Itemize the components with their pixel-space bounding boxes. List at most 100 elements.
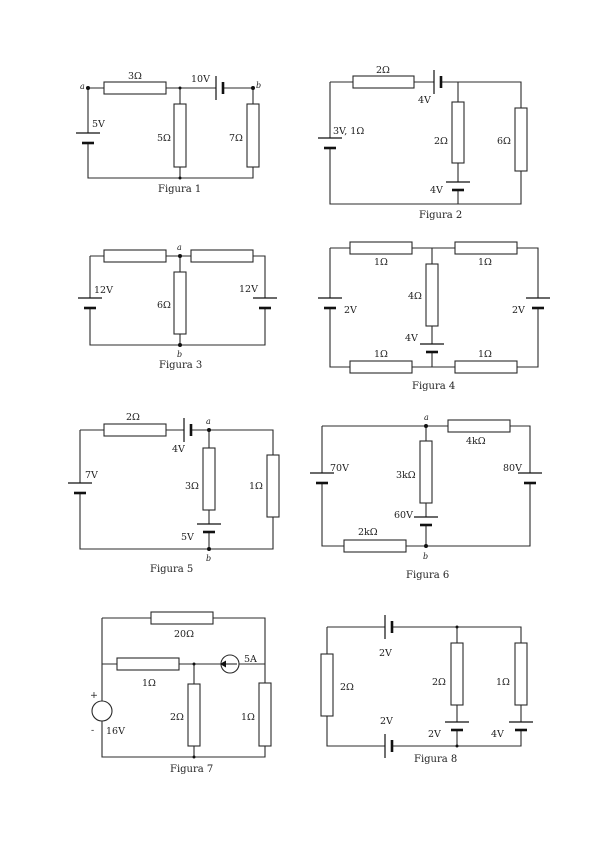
node-a-label: a bbox=[424, 413, 429, 422]
battery-12v-left-symbol bbox=[78, 297, 102, 310]
battery-2v-left-symbol bbox=[318, 297, 342, 310]
resistor-1-ohm-bottom-right bbox=[454, 360, 518, 374]
battery-2v-right-label: 2V bbox=[512, 305, 525, 316]
battery-10v-symbol bbox=[215, 76, 225, 100]
battery-4v-symbol bbox=[420, 343, 444, 354]
battery-2v-top-label: 2V bbox=[379, 648, 392, 659]
resistor-left bbox=[103, 249, 167, 263]
battery-2v-bottom-label: 2V bbox=[380, 716, 393, 727]
resistor-2-ohm-left bbox=[320, 653, 334, 717]
resistor-2k-ohm-label: 2kΩ bbox=[358, 527, 378, 538]
resistor-6-ohm bbox=[514, 107, 528, 172]
resistor-1-ohm-inner bbox=[116, 657, 180, 671]
resistor-2-ohm bbox=[187, 683, 201, 747]
node-b-dot bbox=[424, 544, 428, 548]
battery-2v-bottom-symbol bbox=[384, 734, 394, 758]
node-b-label: b bbox=[423, 552, 428, 561]
battery-4v-symbol bbox=[183, 418, 193, 442]
resistor-1-ohm bbox=[514, 642, 528, 706]
node-a-label: a bbox=[80, 82, 85, 91]
battery-2v-top-symbol bbox=[384, 615, 394, 639]
battery-4v-top-symbol bbox=[433, 70, 443, 94]
junction-dot bbox=[455, 744, 459, 748]
resistor-1-ohm-bottom-right-label: 1Ω bbox=[478, 349, 492, 360]
current-source-5a-symbol bbox=[220, 654, 240, 674]
node-b-label: b bbox=[177, 350, 182, 359]
resistor-3k-ohm-label: 3kΩ bbox=[396, 470, 416, 481]
battery-4v-label: 4V bbox=[491, 729, 504, 740]
resistor-3-ohm bbox=[103, 81, 167, 95]
figure-5-caption: Figura 5 bbox=[150, 564, 193, 575]
node-a-dot bbox=[86, 86, 90, 90]
resistor-right bbox=[190, 249, 254, 263]
resistor-4k-ohm bbox=[447, 419, 511, 433]
resistor-2-ohm-top bbox=[352, 75, 415, 89]
battery-70v-label: 70V bbox=[330, 463, 349, 474]
battery-60v-symbol bbox=[414, 516, 438, 527]
resistor-20-ohm bbox=[150, 611, 214, 625]
junction-dot bbox=[178, 176, 182, 180]
resistor-1-ohm-label: 1Ω bbox=[249, 481, 263, 492]
node-a-dot bbox=[424, 424, 428, 428]
resistor-2-ohm-left-label: 2Ω bbox=[340, 682, 354, 693]
resistor-4-ohm-label: 4Ω bbox=[408, 291, 422, 302]
resistor-2-ohm bbox=[103, 423, 167, 437]
battery-4v-label: 4V bbox=[172, 444, 185, 455]
resistor-1-ohm-bottom-left bbox=[349, 360, 413, 374]
figure-8-caption: Figura 8 bbox=[414, 754, 457, 765]
voltage-source-16v-symbol bbox=[91, 700, 113, 722]
wires bbox=[101, 617, 266, 758]
resistor-3-ohm-label: 3Ω bbox=[185, 481, 199, 492]
resistor-2-ohm-mid bbox=[451, 101, 465, 164]
resistor-7-ohm-label: 7Ω bbox=[229, 133, 243, 144]
battery-2v-right-symbol bbox=[526, 297, 550, 310]
resistor-1-ohm-top-right bbox=[454, 241, 518, 255]
resistor-2-ohm-top-label: 2Ω bbox=[376, 65, 390, 76]
junction-dot bbox=[192, 662, 196, 666]
resistor-1-ohm-inner-label: 1Ω bbox=[142, 678, 156, 689]
battery-5v-label: 5V bbox=[92, 119, 105, 130]
node-b-dot bbox=[251, 86, 255, 90]
node-a-label: a bbox=[177, 243, 182, 252]
figure-7-caption: Figura 7 bbox=[170, 764, 213, 775]
figure-2: 2Ω 4V 3V, 1Ω 2Ω 4V 6Ω Figura 2 bbox=[318, 65, 528, 221]
resistor-3-ohm-label: 3Ω bbox=[128, 71, 142, 82]
battery-12v-right-symbol bbox=[253, 297, 277, 310]
voltage-source-16v-label: 16V bbox=[106, 726, 125, 737]
wires bbox=[329, 81, 522, 205]
battery-4v-mid-label: 4V bbox=[430, 185, 443, 196]
resistor-7-ohm bbox=[246, 103, 260, 168]
current-source-5a-label: 5A bbox=[244, 654, 257, 665]
figure-6: a 4kΩ 70V 3kΩ 80V 60V 2kΩ b Figura 6 bbox=[310, 413, 542, 581]
resistor-2k-ohm bbox=[343, 539, 407, 553]
resistor-4k-ohm-label: 4kΩ bbox=[466, 436, 486, 447]
resistor-3-ohm bbox=[202, 447, 216, 511]
node-a-dot bbox=[207, 428, 211, 432]
battery-80v-symbol bbox=[518, 472, 542, 485]
resistor-1-ohm-top-left bbox=[349, 241, 413, 255]
resistor-1-ohm bbox=[266, 454, 280, 518]
battery-4v-label: 4V bbox=[405, 333, 418, 344]
wires bbox=[326, 626, 522, 747]
battery-5v-symbol bbox=[76, 132, 100, 145]
battery-70v-symbol bbox=[310, 472, 334, 485]
wires bbox=[79, 429, 274, 550]
resistor-2-ohm-mid bbox=[450, 642, 464, 706]
battery-5v-label: 5V bbox=[181, 532, 194, 543]
resistor-1-ohm-right bbox=[258, 682, 272, 747]
resistor-6-ohm-label: 6Ω bbox=[157, 300, 171, 311]
figure-3-caption: Figura 3 bbox=[159, 360, 202, 371]
figure-5: 2Ω 4V a 7V 3Ω 1Ω 5V b Figura 5 bbox=[68, 412, 280, 575]
resistor-6-ohm-label: 6Ω bbox=[497, 136, 511, 147]
junction-dot bbox=[178, 86, 182, 90]
node-b-label: b bbox=[206, 554, 211, 563]
wires bbox=[321, 425, 531, 547]
battery-12v-right-label: 12V bbox=[239, 284, 258, 295]
node-a-dot bbox=[178, 254, 182, 258]
node-a-label: a bbox=[206, 417, 211, 426]
resistor-4-ohm bbox=[425, 263, 439, 327]
battery-10v-label: 10V bbox=[191, 74, 210, 85]
figure-7: 20Ω 5A 1Ω + - 16V 2Ω 1Ω Figura 7 bbox=[90, 611, 272, 775]
battery-4v-symbol bbox=[509, 721, 533, 732]
